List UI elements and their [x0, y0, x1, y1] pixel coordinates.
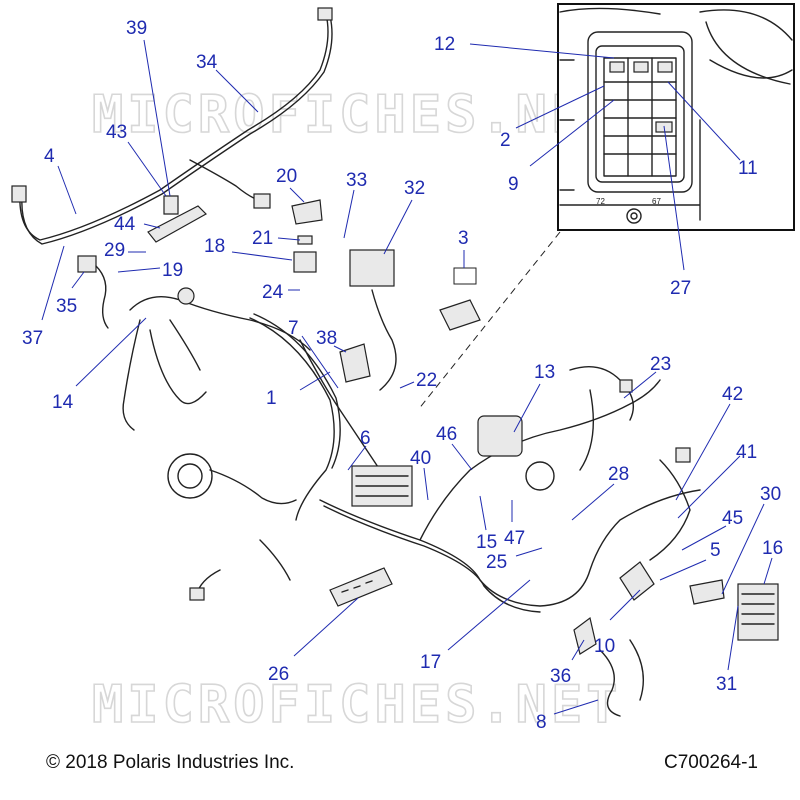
inset-label-67: 67	[652, 197, 661, 206]
callout-11: 11	[738, 158, 758, 179]
callout-16: 16	[762, 538, 783, 559]
inset-label-72: 72	[596, 197, 605, 206]
connector-inset: 72 67	[557, 3, 795, 231]
figure-id: C700264-1	[663, 752, 758, 773]
callouts: 1 2 3 4 5 6 7 8 9 10 11 12 13 14 15 16 1	[22, 18, 783, 733]
upper-harness-wire	[19, 13, 329, 241]
callout-43: 43	[106, 122, 127, 143]
callout-37: 37	[22, 328, 43, 349]
voltage-regulator-16	[737, 583, 779, 641]
callout-14: 14	[52, 392, 74, 413]
callout-34: 34	[196, 52, 218, 73]
callout-7: 7	[288, 318, 299, 339]
bracket-44	[147, 205, 207, 243]
callout-38: 38	[316, 328, 337, 349]
callout-35: 35	[56, 296, 77, 317]
callout-20: 20	[276, 166, 297, 187]
callout-27: 27	[670, 278, 691, 299]
callout-39: 39	[126, 18, 147, 39]
bracket-10	[619, 561, 655, 601]
copyright-text: © 2018 Polaris Industries Inc.	[46, 752, 295, 773]
callout-19: 19	[162, 260, 183, 281]
callout-10: 10	[594, 636, 615, 657]
callout-32: 32	[404, 178, 425, 199]
callout-4: 4	[44, 146, 55, 167]
sensor-35	[77, 255, 97, 273]
ecu-32	[349, 249, 395, 287]
callout-24: 24	[262, 282, 284, 303]
callout-41: 41	[736, 442, 757, 463]
callout-8: 8	[536, 712, 547, 733]
main-harness-17	[319, 489, 701, 607]
callout-1: 1	[266, 388, 277, 409]
callout-2: 2	[500, 130, 511, 151]
callout-45: 45	[722, 508, 743, 529]
main-harness-1	[249, 317, 381, 521]
callout-33: 33	[346, 170, 367, 191]
relay-18	[293, 251, 317, 273]
callout-44: 44	[114, 214, 136, 235]
callout-40: 40	[410, 448, 431, 469]
callout-28: 28	[608, 464, 629, 485]
callout-18: 18	[204, 236, 225, 257]
callout-5: 5	[710, 540, 721, 561]
callout-42: 42	[722, 384, 743, 405]
callout-31: 31	[716, 674, 737, 695]
callout-12: 12	[434, 34, 455, 55]
watermark-top: MICROFICHES.NET	[92, 85, 622, 145]
callout-26: 26	[268, 664, 289, 685]
callout-15: 15	[476, 532, 497, 553]
bracket-30	[689, 579, 725, 605]
callout-25: 25	[486, 552, 507, 573]
callout-13: 13	[534, 362, 555, 383]
callout-22: 22	[416, 370, 437, 391]
callout-23: 23	[650, 354, 671, 375]
watermark-bottom: MICROFICHES.NET	[92, 675, 622, 735]
module-3	[439, 299, 481, 331]
relay-bracket-26	[329, 567, 393, 607]
callout-46: 46	[436, 424, 457, 445]
callout-30: 30	[760, 484, 781, 505]
bracket-36	[573, 616, 597, 655]
harness-14	[122, 296, 311, 431]
callout-9: 9	[508, 174, 519, 195]
callout-3: 3	[458, 228, 469, 249]
callout-21: 21	[252, 228, 273, 249]
inset-dashed-leader	[417, 231, 561, 411]
callout-47: 47	[504, 528, 525, 549]
callout-29: 29	[104, 240, 125, 261]
callout-17: 17	[420, 652, 441, 673]
stator	[167, 453, 213, 499]
callout-36: 36	[550, 666, 571, 687]
bracket-38	[339, 343, 371, 383]
callout-6: 6	[360, 428, 371, 449]
throttle-body-area	[477, 415, 523, 457]
clip-43	[163, 195, 179, 215]
